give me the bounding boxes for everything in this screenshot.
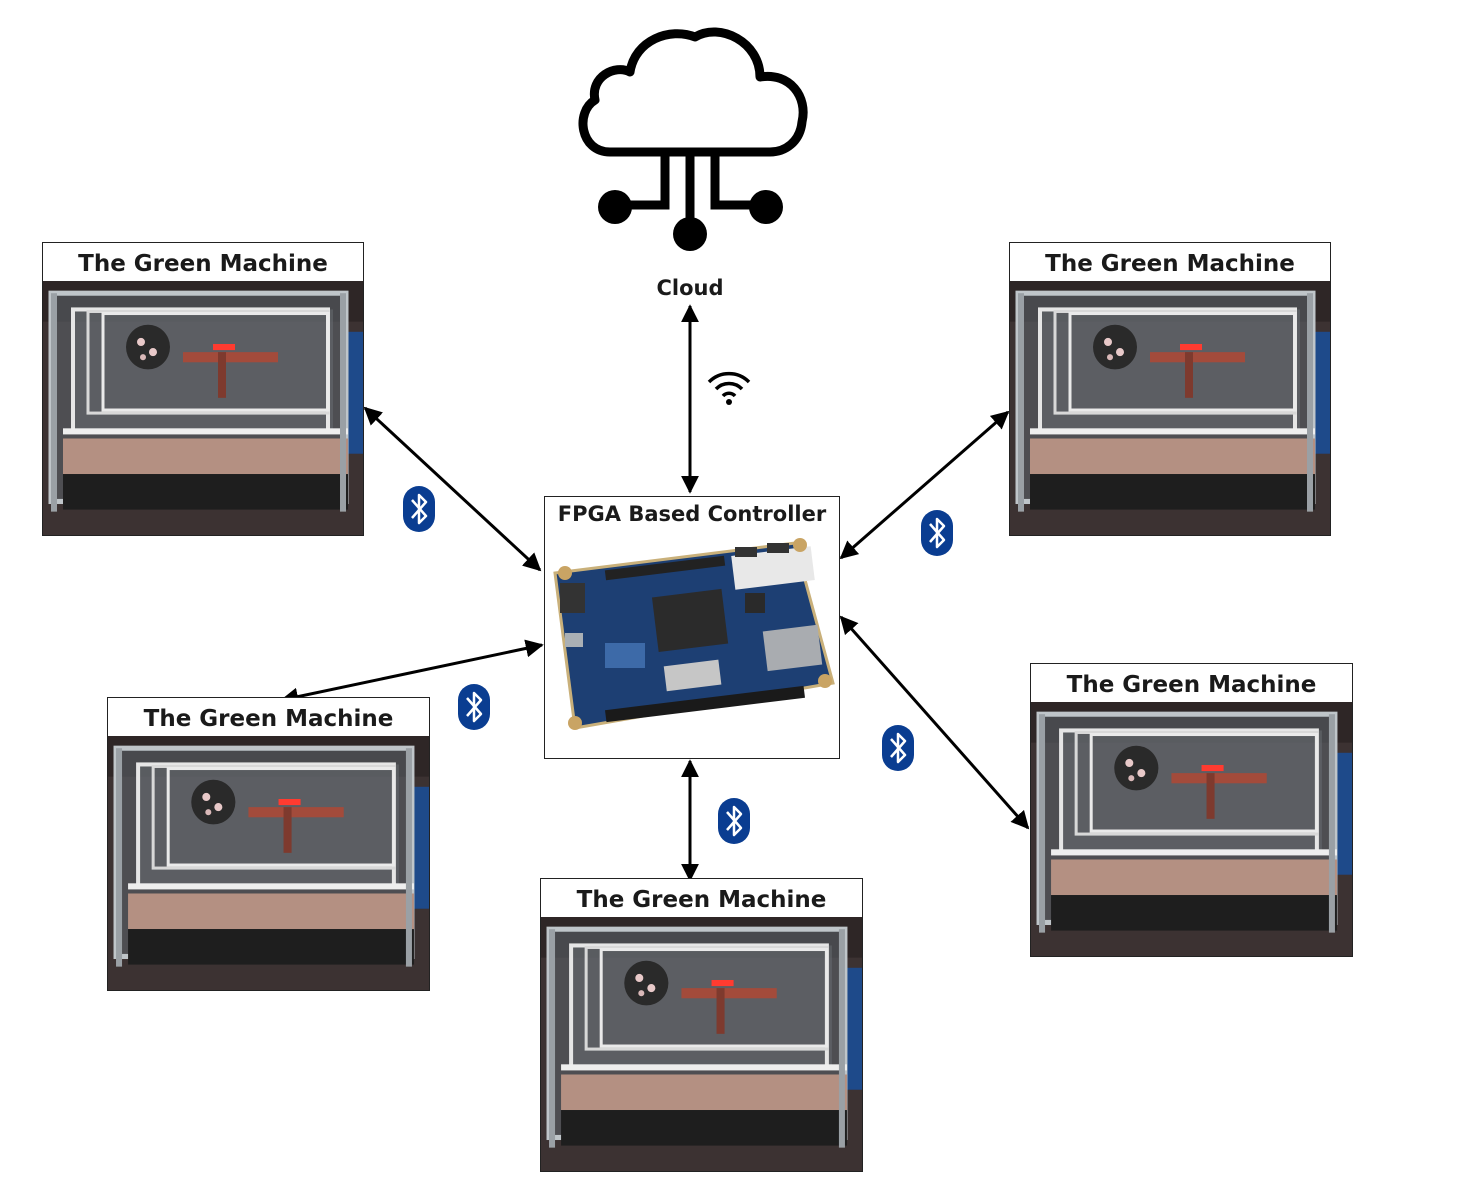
machine-bottom-right-link: [839, 615, 1030, 830]
terrarium-photo: [1031, 702, 1352, 956]
bluetooth-icon: [718, 798, 750, 844]
green-machine-bottom: The Green Machine: [540, 878, 863, 1172]
machine-title: The Green Machine: [1010, 243, 1330, 281]
green-machine-bottom-right: The Green Machine: [1030, 663, 1353, 957]
wifi-icon: [707, 371, 751, 405]
bluetooth-icon: [921, 510, 953, 556]
fpga-board-image: [553, 538, 835, 730]
cloud-label: Cloud: [656, 276, 724, 300]
machine-title: The Green Machine: [43, 243, 363, 281]
terrarium-photo: [541, 917, 862, 1171]
machine-title: The Green Machine: [541, 879, 862, 917]
machine-bottom-left-link: [280, 639, 544, 706]
green-machine-top-right: The Green Machine: [1009, 242, 1331, 536]
terrarium-photo: [1010, 281, 1330, 535]
fpga-controller: FPGA Based Controller: [544, 496, 840, 759]
machine-top-left-link: [363, 406, 542, 572]
machine-top-right-link: [839, 410, 1010, 560]
green-machine-top-left: The Green Machine: [42, 242, 364, 536]
bluetooth-icon: [403, 486, 435, 532]
terrarium-photo: [43, 281, 363, 535]
bluetooth-icon: [458, 684, 490, 730]
cloud-network-icon: [578, 27, 808, 251]
machine-title: The Green Machine: [108, 698, 429, 736]
controller-title: FPGA Based Controller: [557, 502, 827, 526]
green-machine-bottom-left: The Green Machine: [107, 697, 430, 991]
bluetooth-icon: [882, 725, 914, 771]
terrarium-photo: [108, 736, 429, 990]
machine-title: The Green Machine: [1031, 664, 1352, 702]
